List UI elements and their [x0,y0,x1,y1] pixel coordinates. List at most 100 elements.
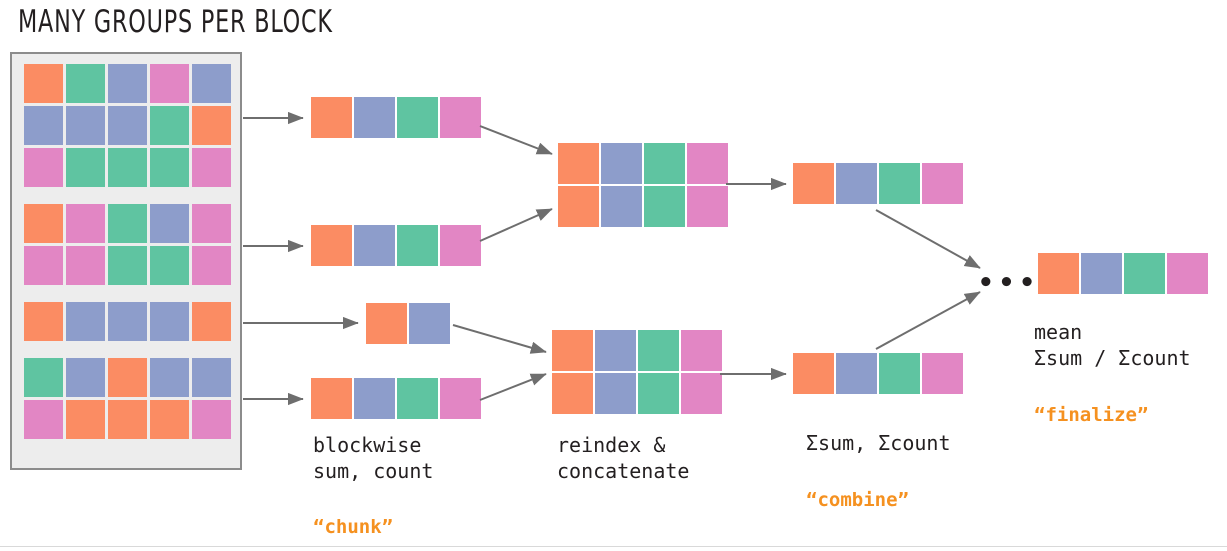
grid-cell-pink [687,143,728,184]
grid-cell-green [66,148,105,187]
grid-cell-blue [354,97,395,138]
grid-cell-orange [108,358,147,397]
grid-cell-pink [681,373,722,414]
grid-cell-pink [24,148,63,187]
finalize-stage-caption: mean Σsum / Σcount [1034,320,1191,370]
arrow-combine-bottom-to-final [875,291,981,350]
cell-row [24,204,231,243]
grid-cell-green [1124,253,1165,294]
chunk-result-1 [311,97,481,138]
grid-cell-pink [440,97,481,138]
finalize-stage-tag: “finalize” [1034,404,1149,426]
combine-result-bottom [793,353,963,394]
cell-row [311,97,481,138]
grid-cell-pink [192,204,231,243]
combine-result-top [793,163,963,204]
grid-cell-pink [24,246,63,285]
arrow-combine-top-to-final [875,209,981,269]
concat-result-top [558,143,728,227]
grid-cell-blue [192,358,231,397]
grid-cell-orange [311,225,352,266]
grid-cell-green [638,373,679,414]
grid-cell-orange [793,353,834,394]
grid-cell-blue [150,302,189,341]
grid-cell-orange [558,143,599,184]
cell-row [24,358,231,397]
grid-cell-pink [681,330,722,371]
grid-cell-blue [601,186,642,227]
final-result [1038,253,1208,294]
grid-cell-pink [922,353,963,394]
grid-cell-blue [66,358,105,397]
grid-cell-green [644,186,685,227]
grid-cell-orange [366,303,407,344]
grid-cell-green [108,148,147,187]
grid-cell-orange [24,64,63,103]
cell-row [558,186,728,227]
block-2 [24,204,231,285]
grid-cell-green [108,204,147,243]
input-array-panel [10,52,242,470]
grid-cell-orange [1038,253,1079,294]
concat-stage-caption: reindex & concatenate [557,433,690,483]
grid-cell-orange [558,186,599,227]
grid-cell-blue [66,302,105,341]
grid-cell-green [150,246,189,285]
arrow-chunk3-to-concat-bottom [452,324,547,354]
grid-cell-green [66,64,105,103]
grid-cell-orange [552,330,593,371]
grid-cell-orange [311,97,352,138]
grid-cell-green [879,353,920,394]
grid-cell-blue [601,143,642,184]
chunk-result-3 [366,303,450,344]
grid-cell-blue [192,64,231,103]
cell-row [793,353,963,394]
cell-row [552,373,722,414]
arrow-chunk4-to-concat-bottom [479,373,547,401]
grid-cell-green [397,97,438,138]
grid-cell-pink [440,378,481,419]
bottom-divider [0,546,1227,547]
grid-cell-orange [311,378,352,419]
ellipsis-marker: ••• [978,268,1040,298]
cell-row [24,246,231,285]
grid-cell-orange [552,373,593,414]
concat-result-bottom [552,330,722,414]
grid-cell-pink [687,186,728,227]
chunk-stage-caption: blockwise sum, count [313,433,434,483]
grid-cell-pink [66,204,105,243]
grid-cell-green [397,225,438,266]
grid-cell-blue [409,303,450,344]
grid-cell-orange [192,302,231,341]
chunk-result-2 [311,225,481,266]
cell-row [24,400,231,439]
grid-cell-pink [440,225,481,266]
grid-cell-orange [66,400,105,439]
cell-row [558,143,728,184]
grid-cell-orange [793,163,834,204]
cell-row [793,163,963,204]
cell-row [552,330,722,371]
grid-cell-orange [108,400,147,439]
cell-row [24,64,231,103]
grid-cell-pink [192,148,231,187]
grid-cell-pink [192,400,231,439]
grid-cell-green [397,378,438,419]
cell-row [311,225,481,266]
grid-cell-blue [1081,253,1122,294]
grid-cell-blue [836,163,877,204]
grid-cell-pink [922,163,963,204]
grid-cell-blue [66,106,105,145]
chunk-stage-tag: “chunk” [313,516,394,538]
grid-cell-green [150,148,189,187]
grid-cell-blue [108,64,147,103]
grid-cell-blue [595,330,636,371]
page-title: MANY GROUPS PER BLOCK [18,4,333,40]
grid-cell-green [879,163,920,204]
combine-stage-tag: “combine” [806,489,909,511]
grid-cell-blue [24,106,63,145]
block-1 [24,64,231,187]
combine-stage-caption: Σsum, Σcount [806,431,951,455]
